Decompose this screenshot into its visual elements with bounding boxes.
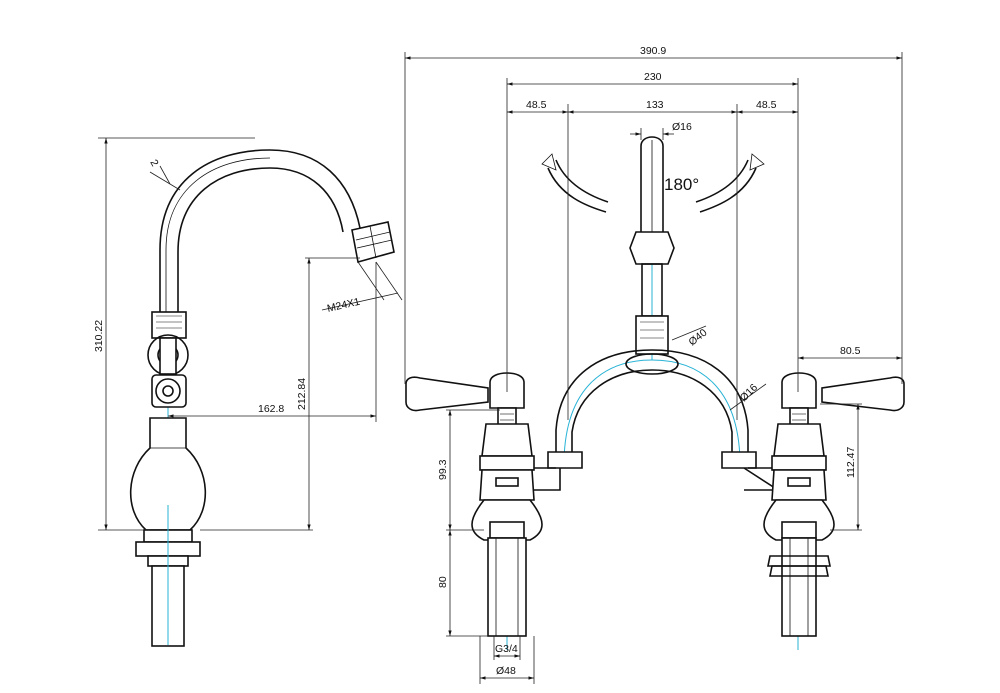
- dim-right-height: 112.47: [845, 447, 857, 478]
- dim-shank-thread: G3/4: [495, 643, 518, 655]
- dim-center-span: 133: [646, 99, 664, 111]
- dim-bridge-dia: Ø40: [686, 327, 709, 349]
- dim-left-offset: 48.5: [526, 99, 547, 111]
- dim-spout-height: 212.84: [296, 378, 308, 410]
- dim-total-height: 310.22: [93, 320, 105, 352]
- dim-handle-reach: 80.5: [840, 345, 861, 357]
- front-view: [405, 136, 905, 650]
- right-valve: [763, 372, 905, 637]
- dim-spout-dia: Ø16: [672, 121, 692, 133]
- dim-base-dia: Ø48: [496, 665, 516, 677]
- dim-shank-length: 80: [437, 576, 449, 588]
- rotation-label: 180°: [664, 175, 699, 194]
- side-view: [129, 149, 395, 647]
- front-dimensions: 390.9 230 48.5 133 48.5 Ø16 180° Ø40 Ø16…: [404, 45, 903, 684]
- dim-aerator-thread: M24X1: [326, 296, 361, 315]
- dim-right-offset: 48.5: [756, 99, 777, 111]
- dim-spout-reach: 162.8: [258, 403, 284, 415]
- left-valve: [405, 372, 543, 637]
- rotation-arrows: [541, 153, 765, 213]
- dim-body-height: 99.3: [437, 459, 449, 480]
- dim-small-note: 2: [147, 158, 160, 169]
- aerator: [351, 221, 395, 264]
- dim-overall-width: 390.9: [640, 45, 666, 57]
- dim-handle-centers: 230: [644, 71, 662, 83]
